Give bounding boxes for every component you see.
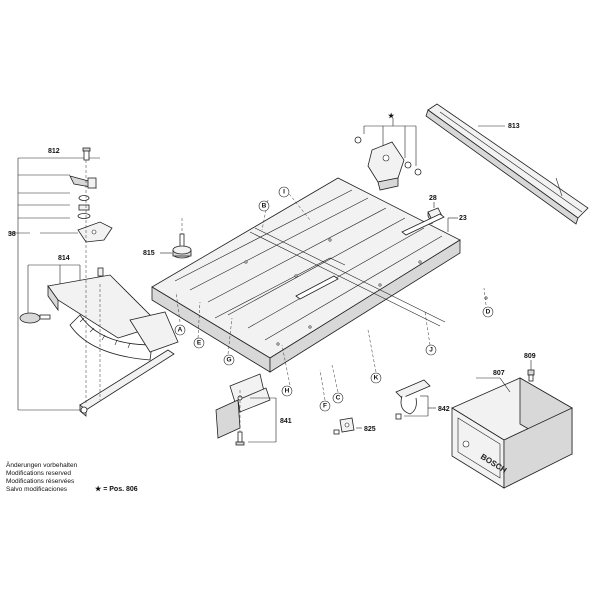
svg-text:A: A <box>178 327 183 334</box>
rip-fence-rail-813 <box>425 103 589 225</box>
callout-I: I <box>278 186 290 198</box>
screw-809 <box>527 369 535 382</box>
svg-text:F: F <box>323 403 327 410</box>
fence-bracket <box>354 136 422 191</box>
miter-bar <box>79 349 175 417</box>
callout-G: G <box>223 354 235 366</box>
clamp-825 <box>333 417 355 435</box>
note-line-1: Änderungen vorbehalten <box>6 462 78 469</box>
bolt-812 <box>82 147 91 161</box>
svg-text:E: E <box>197 340 202 347</box>
nut <box>77 204 91 219</box>
adjustment-knob-815 <box>172 233 192 259</box>
label-812: 812 <box>48 148 60 155</box>
svg-text:J: J <box>429 347 433 354</box>
label-841: 841 <box>280 418 292 425</box>
label-23: 23 <box>459 215 467 222</box>
label-28: 28 <box>429 195 437 202</box>
bracket-841 <box>215 373 271 446</box>
label-815: 815 <box>143 250 155 257</box>
label-809: 809 <box>524 353 536 360</box>
pointer-plate-38 <box>77 221 113 243</box>
callout-K: K <box>370 372 382 384</box>
svg-text:B: B <box>262 203 267 210</box>
label-814: 814 <box>58 255 70 262</box>
label-38: 38 <box>8 231 16 238</box>
label-813: 813 <box>508 123 520 130</box>
motor-housing-807: BOSCH <box>451 377 573 489</box>
knob-814 <box>19 312 51 324</box>
star-marker: ★ <box>388 112 395 120</box>
callout-B: B <box>258 200 270 212</box>
svg-text:D: D <box>486 309 491 316</box>
label-825: 825 <box>364 426 376 433</box>
washer <box>78 195 90 201</box>
note-line-4: Salvo modificaciones <box>6 486 68 493</box>
table-top-assembly <box>151 177 488 373</box>
callout-F: F <box>319 400 331 412</box>
label-842: 842 <box>438 406 450 413</box>
svg-text:C: C <box>336 395 341 402</box>
miter-gauge-814 <box>47 274 179 361</box>
clamp-842 <box>395 379 431 420</box>
callout-C: C <box>332 392 344 404</box>
callout-H: H <box>281 385 293 397</box>
label-807: 807 <box>493 370 505 377</box>
callout-J: J <box>425 344 437 356</box>
star-legend: ★ = Pos. 806 <box>95 486 138 493</box>
svg-text:H: H <box>285 388 290 395</box>
note-line-3: Modifications réservées <box>6 478 75 485</box>
svg-text:G: G <box>226 357 231 364</box>
callout-A: A <box>174 324 186 336</box>
callout-D: D <box>482 306 494 318</box>
lever-handle <box>69 175 97 189</box>
svg-text:K: K <box>374 375 379 382</box>
note-line-2: Modifications reserved <box>6 470 72 477</box>
callout-E: E <box>193 337 205 349</box>
svg-text:I: I <box>283 189 285 196</box>
